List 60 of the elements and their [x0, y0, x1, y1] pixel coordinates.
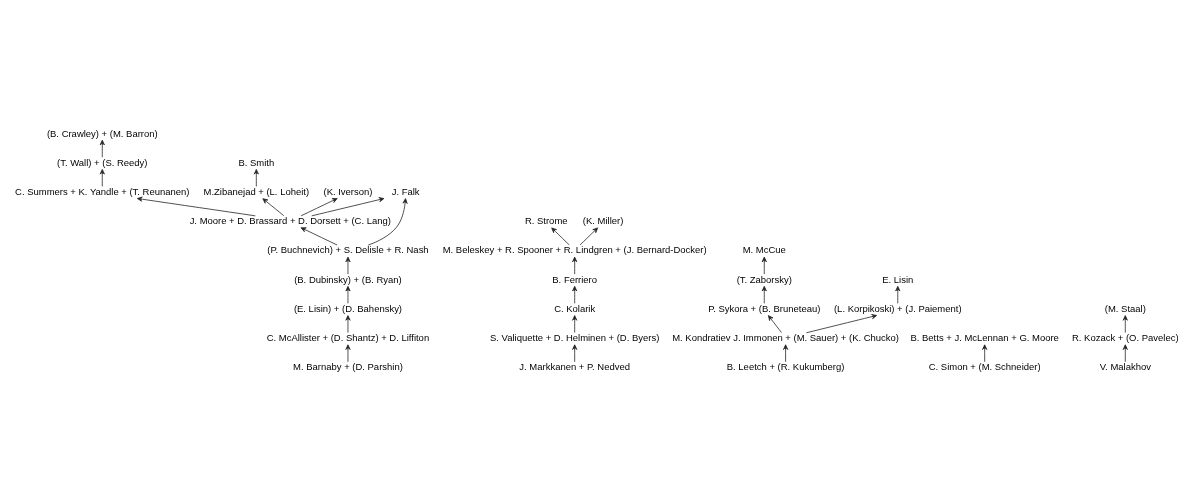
node-text: C. McAllister + (D. Shantz) + D. Liffiton — [266, 331, 430, 343]
node-text: B. Betts + J. McLennan + G. Moore — [910, 331, 1059, 343]
arrow — [262, 197, 285, 216]
node-text: V. Malakhov — [1099, 360, 1151, 372]
node-text: (K. Miller) — [582, 214, 624, 226]
node-text: C. Summers + K. Yandle + (T. Reunanen) — [15, 185, 190, 197]
node-text: (T. Zaborsky) — [736, 273, 792, 285]
node-text: C. Simon + (M. Schneider) — [928, 360, 1041, 372]
arrow — [572, 343, 578, 362]
arrow — [345, 314, 351, 333]
node-text: (T. Wall) + (S. Reedy) — [57, 156, 148, 168]
node-text: (B. Dubinsky) + (B. Ryan) — [294, 273, 402, 285]
arrow — [99, 168, 105, 187]
arrow — [300, 226, 338, 245]
arrow — [345, 343, 351, 362]
arrow — [761, 285, 767, 304]
node-text: M. McCue — [742, 243, 786, 255]
node-text: M.Zibanejad + (L. Loheit) — [203, 185, 310, 197]
arrow — [367, 197, 408, 245]
node-text: J. Markkanen + P. Nedved — [519, 360, 630, 372]
arrow — [253, 168, 259, 187]
node-text: (P. Buchnevich) + S. Delisle + R. Nash — [267, 243, 429, 255]
arrow — [311, 196, 385, 216]
node-text: (M. Staal) — [1104, 302, 1146, 314]
node-text: (E. Lisin) + (D. Bahensky) — [293, 302, 403, 314]
node-text: S. Valiquette + D. Helminen + (D. Byers) — [490, 331, 660, 343]
arrow — [99, 139, 105, 158]
node-text: (L. Korpikoski) + (J. Paiement) — [833, 302, 962, 314]
node-text: M. Beleskey + R. Spooner + R. Lindgren + (J. Bernard-Docker) — [442, 243, 707, 255]
node-text: B. Leetch + (R. Kukumberg) — [726, 360, 845, 372]
arrow — [1122, 314, 1128, 333]
arrow — [982, 343, 988, 362]
node-text: E. Lisin — [882, 273, 914, 285]
node-text: B. Smith — [238, 156, 275, 168]
node-text: P. Sykora + (B. Bruneteau) — [708, 302, 821, 314]
arrow — [761, 256, 767, 274]
arrow — [806, 313, 878, 333]
node-text: B. Ferriero — [552, 273, 598, 285]
arrow — [572, 285, 578, 304]
arrow — [300, 197, 338, 216]
arrow — [768, 314, 782, 333]
node-text: (K. Iverson) — [323, 185, 373, 197]
node-text: J. Moore + D. Brassard + D. Dorsett + (C. Lang) — [189, 214, 391, 226]
arrow — [551, 227, 570, 245]
node-text: R. Kozack + (O. Pavelec) — [1072, 331, 1179, 343]
arrow — [345, 285, 351, 304]
node-text: R. Strome — [524, 214, 568, 226]
arrow — [572, 256, 578, 274]
node-text: M. Barnaby + (D. Parshin) — [293, 360, 403, 372]
arrow — [783, 343, 789, 362]
arrow — [136, 196, 256, 216]
arrow — [345, 256, 351, 274]
arrow — [1122, 343, 1128, 362]
arrow — [895, 285, 901, 304]
node-text: (B. Crawley) + (M. Barron) — [46, 127, 158, 139]
arrow — [579, 227, 599, 245]
node-text: C. Kolarik — [554, 302, 596, 314]
node-text: J. Falk — [391, 185, 420, 197]
arrow — [572, 314, 578, 333]
node-text: M. Kondratiev J. Immonen + (M. Sauer) + (K. Chucko) — [672, 331, 900, 343]
